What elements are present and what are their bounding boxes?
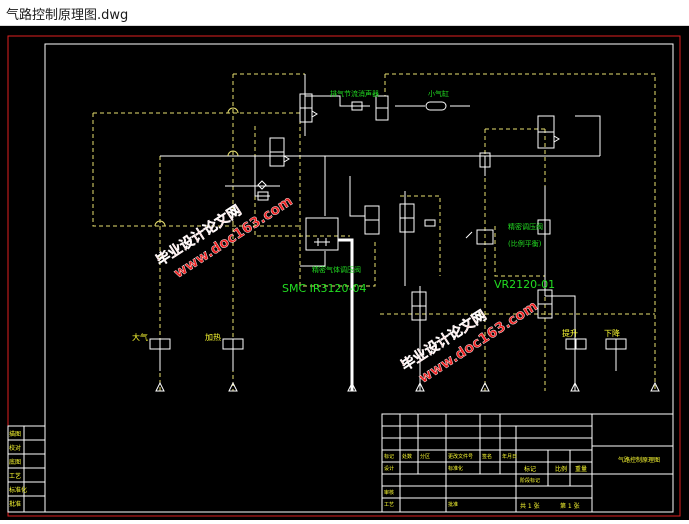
label-exhaust-silencer: 排气节流消声器 xyxy=(330,89,379,98)
left-stack-5: 批准 xyxy=(9,500,21,508)
label-regulator-right: 精密调压阀 xyxy=(508,222,543,231)
label-precision-regulator: 精密气体调压阀 xyxy=(312,265,361,274)
tb-cell-4: 签名 xyxy=(482,453,492,460)
left-stack-4: 标准化 xyxy=(9,486,27,494)
title-block xyxy=(7,413,674,513)
label-port-in: 加热 xyxy=(205,332,221,342)
diagram-labels: 排气节流消声器 小气缸 精密气体调压阀 SMC IR3120-04 精密调压阀 … xyxy=(132,89,620,342)
title-bar: 气路控制原理图.dwg xyxy=(0,0,689,26)
air-lines xyxy=(159,74,617,391)
watermark-left: 毕业设计论文网 www.doc163.com xyxy=(153,193,296,282)
scale-label: 比例 xyxy=(555,465,567,473)
drawing-name: 气路控制原理图 xyxy=(618,456,660,464)
left-stack-2: 底图 xyxy=(9,458,21,466)
tb-cell-5: 年月日 xyxy=(502,453,517,460)
label-vr-model: VR2120-01 xyxy=(494,278,555,291)
left-stack-1: 校对 xyxy=(9,444,21,452)
tb-cell-0: 标记 xyxy=(384,453,394,460)
tb-cell-9: 工艺 xyxy=(384,502,394,508)
air-source-symbols xyxy=(155,381,660,392)
mark-label: 标记 xyxy=(524,465,536,473)
tb-cell-7: 标准化 xyxy=(448,465,463,472)
label-port-drop: 下降 xyxy=(604,328,620,338)
outer-frame xyxy=(7,35,681,517)
total-sheets: 共 1 张 xyxy=(520,502,540,510)
tb-cell-1: 处数 xyxy=(402,453,412,460)
label-port-lift: 提升 xyxy=(562,328,578,338)
tb-cell-2: 分区 xyxy=(420,453,430,460)
tb-cell-10: 批准 xyxy=(448,501,458,508)
label-port-big: 大气 xyxy=(132,332,148,342)
drawing-canvas[interactable]: 排气节流消声器 小气缸 精密气体调压阀 SMC IR3120-04 精密调压阀 … xyxy=(0,26,689,520)
watermark-right: 毕业设计论文网 www.doc163.com xyxy=(398,298,541,387)
sheet-number: 第 1 张 xyxy=(560,502,580,510)
valves xyxy=(149,93,627,350)
inner-frame xyxy=(44,43,674,513)
crossover-arcs xyxy=(154,107,239,227)
weight-label: 重量 xyxy=(575,465,587,473)
left-stack-3: 工艺 xyxy=(9,472,21,480)
window-title: 气路控制原理图.dwg xyxy=(6,8,129,23)
label-small-cylinder: 小气缸 xyxy=(428,89,449,98)
tb-cell-3: 更改文件号 xyxy=(448,453,473,460)
tb-cell-11: 阶段标记 xyxy=(520,477,540,484)
main-supply-pipe xyxy=(338,238,354,391)
pilot-lines xyxy=(92,73,656,391)
tb-cell-8: 审核 xyxy=(384,489,394,496)
title-block-text: 气路控制原理图 比例 重量 标记 共 1 张 第 1 张 标记 处数 分区 更改… xyxy=(9,430,660,510)
left-stack-0: 描图 xyxy=(9,430,21,438)
label-smc-model: SMC IR3120-04 xyxy=(282,282,367,295)
tb-cell-6: 设计 xyxy=(384,465,394,472)
label-regulator-right-sub: (比例平衡) xyxy=(508,239,542,248)
pneumatic-diagram: 排气节流消声器 小气缸 精密气体调压阀 SMC IR3120-04 精密调压阀 … xyxy=(7,35,681,517)
